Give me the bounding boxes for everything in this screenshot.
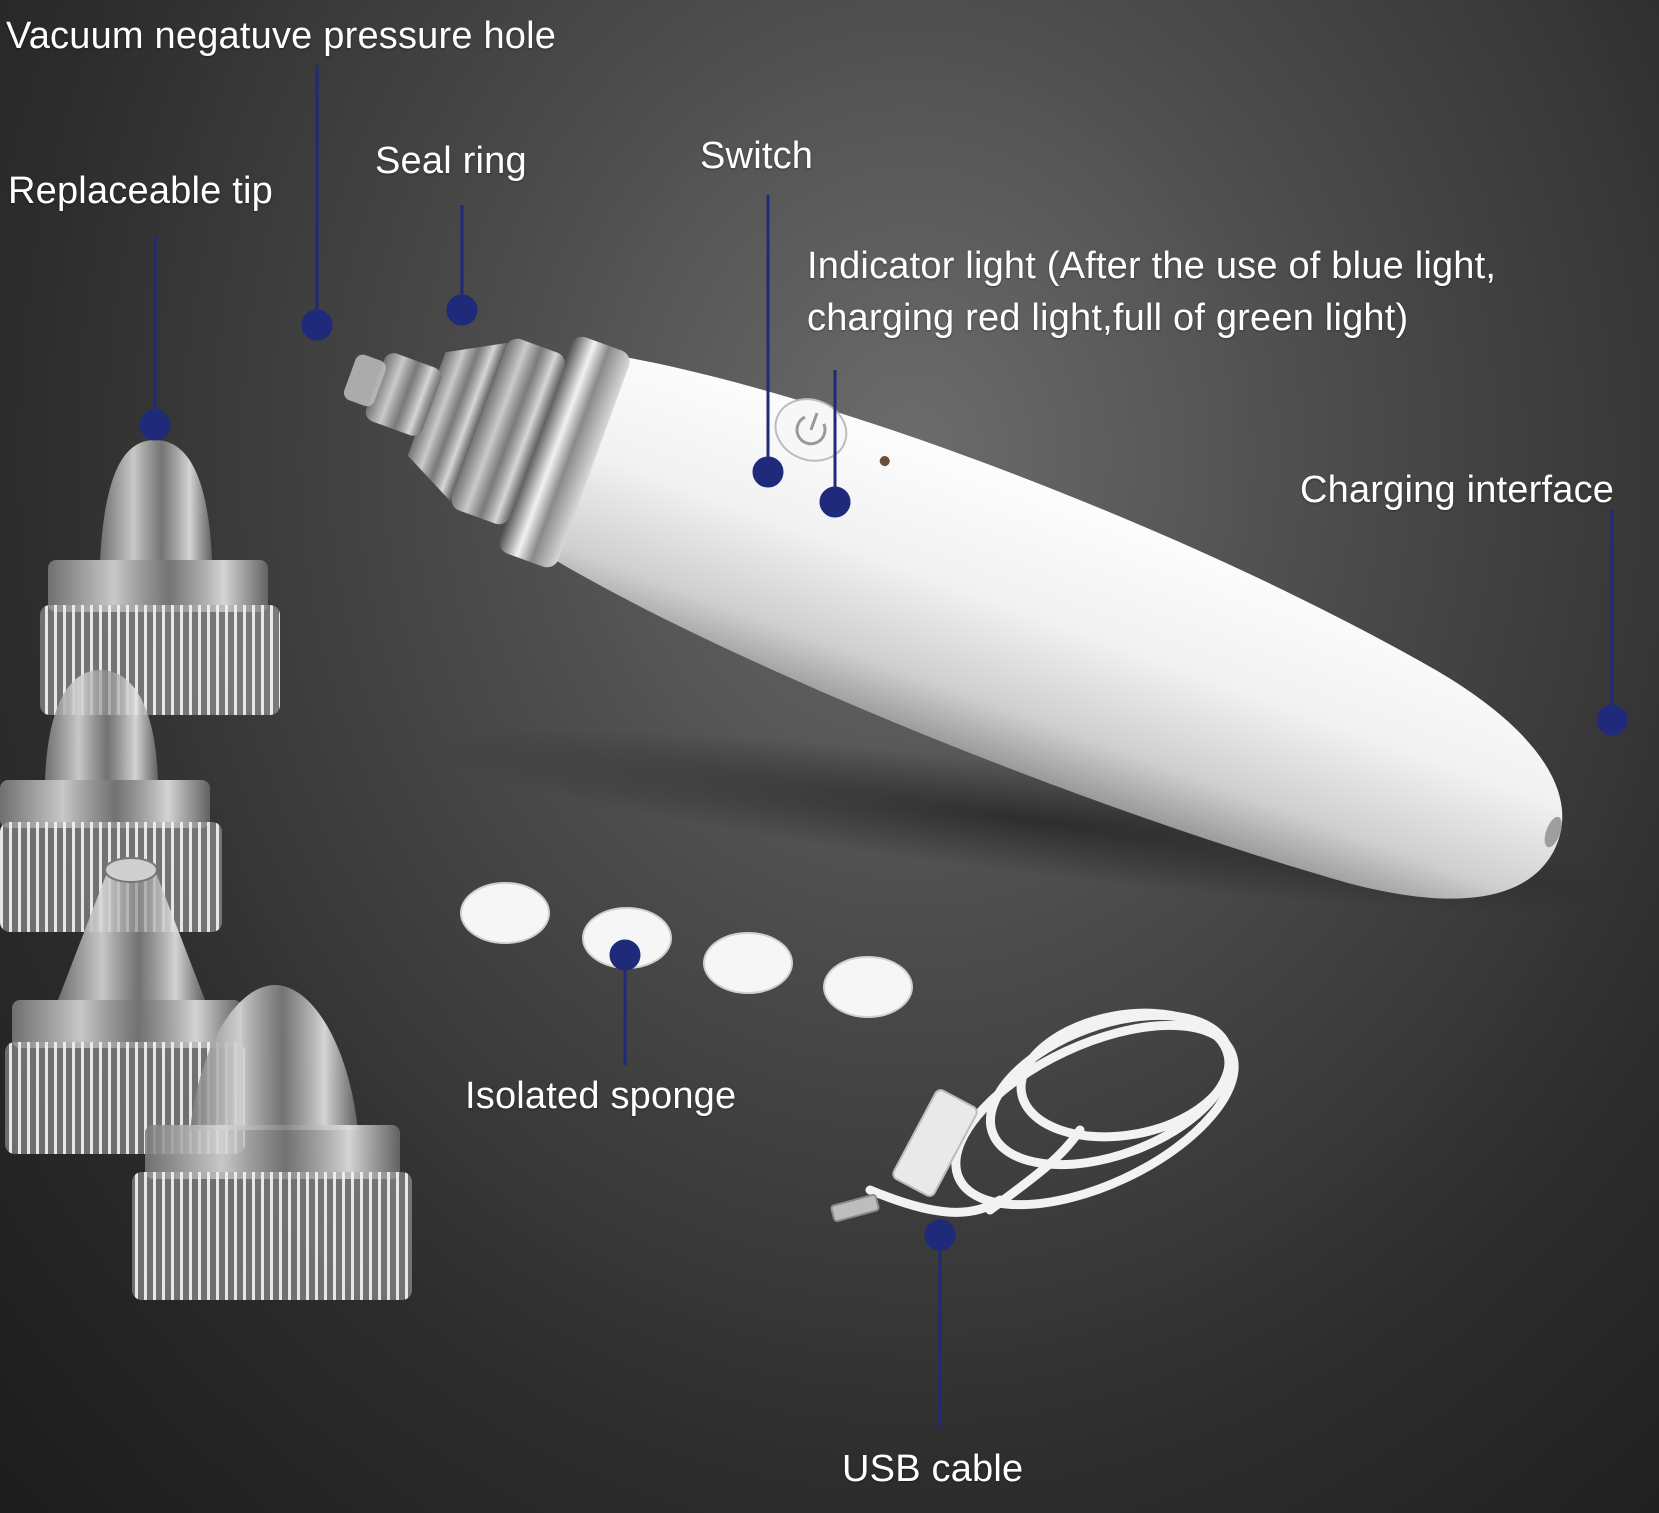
tip-cap-3 [58, 870, 205, 1000]
micro-usb-plug [830, 1193, 880, 1223]
device-body [542, 355, 1563, 899]
sponge-1 [460, 882, 550, 944]
label-indicator-light: Indicator light (After the use of blue l… [807, 240, 1496, 345]
tip-cap-1 [100, 440, 212, 560]
label-indicator-light-line1: Indicator light (After the use of blue l… [807, 245, 1497, 287]
label-vacuum-hole: Vacuum negatuve pressure hole [6, 15, 557, 57]
tip-funnel [407, 342, 508, 501]
indicator-led [879, 456, 890, 467]
isolated-sponges [460, 882, 913, 1018]
marker-charging-interface [1596, 704, 1628, 736]
usb-cable [830, 1008, 1239, 1223]
label-switch: Switch [700, 135, 814, 177]
charging-port [1544, 816, 1562, 848]
marker-indicator-light [819, 486, 851, 518]
marker-vacuum-hole [301, 309, 333, 341]
power-icon [795, 415, 827, 446]
suction-tip [365, 353, 442, 436]
replaceable-tips [0, 440, 412, 1300]
label-indicator-light-line2: charging red light,full of green light) [807, 297, 1409, 340]
chrome-collar [499, 336, 630, 568]
label-isolated-sponge: Isolated sponge [465, 1075, 737, 1117]
usb-plug [892, 1089, 978, 1197]
label-usb-cable: USB cable [842, 1448, 1024, 1490]
marker-replaceable-tip [139, 409, 171, 441]
callouts [139, 65, 1628, 1430]
marker-isolated-sponge [609, 939, 641, 971]
tip-cap-2 [45, 670, 158, 780]
label-charging-interface: Charging interface [1300, 469, 1615, 511]
blackhead-remover-device [343, 336, 1563, 899]
sponge-4 [823, 956, 913, 1018]
sponge-3 [703, 932, 793, 994]
label-replaceable-tip: Replaceable tip [8, 170, 273, 212]
tip-cap-4 [190, 985, 358, 1130]
label-seal-ring: Seal ring [375, 140, 527, 182]
tip-ridges-4 [132, 1172, 412, 1300]
marker-usb-cable [924, 1219, 956, 1251]
marker-switch [752, 456, 784, 488]
marker-seal-ring [446, 294, 478, 326]
suction-tip-mouth [343, 354, 386, 407]
seal-ring [451, 338, 566, 525]
